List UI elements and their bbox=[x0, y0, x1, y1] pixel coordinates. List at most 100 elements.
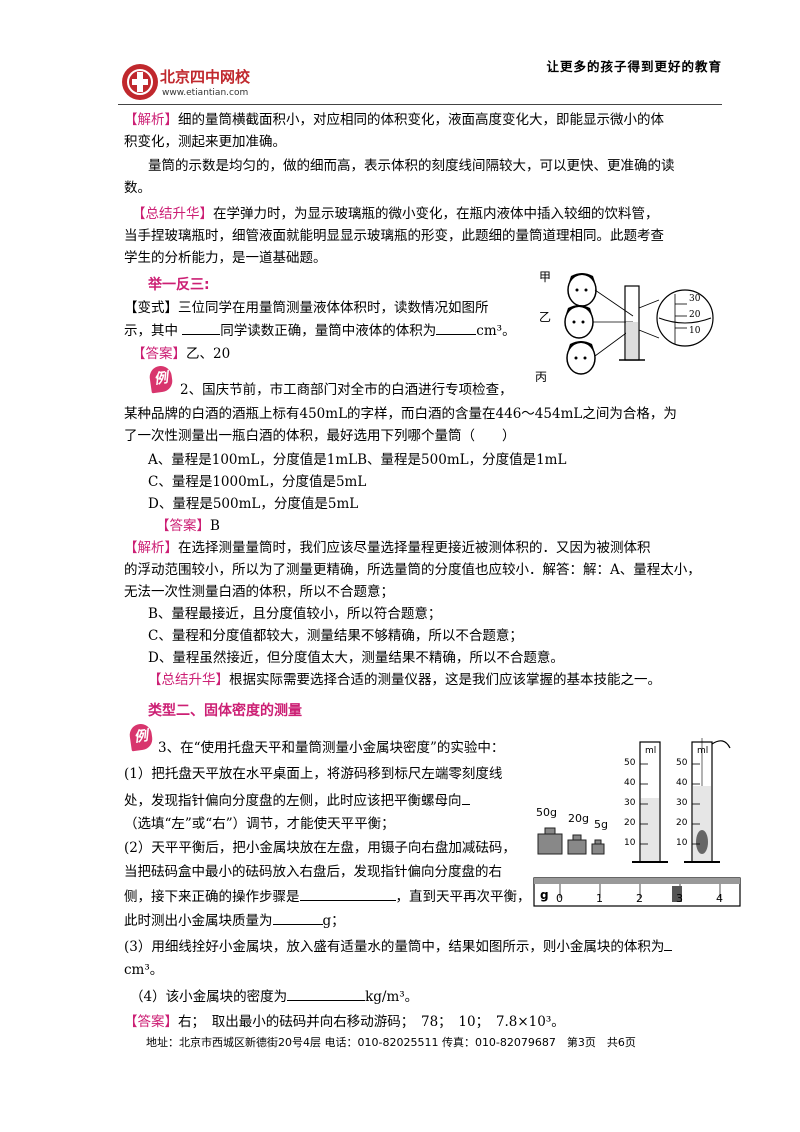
scale-20: 20 bbox=[689, 310, 701, 320]
text: g； bbox=[322, 913, 345, 929]
example-badge: 例 bbox=[148, 364, 174, 394]
students-cylinder-illustration bbox=[564, 273, 714, 375]
ex2-explain-2: 的浮动范围较小，所以为了测量更精确，所选量筒的分度值也应较小．解答：解：A、量程… bbox=[124, 562, 701, 578]
summary-line-3: 学生的分析能力，是一道基础题。 bbox=[124, 250, 327, 266]
scale-30: 30 bbox=[689, 294, 701, 304]
answer-blank bbox=[664, 936, 673, 951]
label-bing: 丙 bbox=[535, 370, 548, 384]
ex2-explain-4: B、量程最接近，且分度值较小，所以符合题意； bbox=[148, 606, 442, 622]
cyl1-40: 40 bbox=[624, 778, 636, 788]
answer-blank bbox=[299, 886, 396, 901]
text: (3）用细线拴好小金属块，放入盛有适量水的量筒中，结果如图所示，则小金属块的体积… bbox=[124, 939, 665, 955]
logo-url: www.etiantian.com bbox=[162, 88, 249, 98]
weight-20g: 20g bbox=[568, 812, 589, 825]
answer-blank bbox=[182, 320, 221, 335]
reading-figure: 甲 乙 丙 30 20 10 bbox=[535, 268, 720, 388]
variant-line-1: 【变式】三位同学在用量筒测量液体体积时，读数情况如图所 bbox=[124, 300, 489, 316]
header-divider bbox=[118, 104, 722, 105]
text: （4）该小金属块的密度为 bbox=[130, 989, 288, 1005]
ruler-0: 0 bbox=[556, 892, 563, 905]
ex2-option-c: C、量程是1000mL，分度值是5mL bbox=[148, 474, 367, 490]
cyl2-50: 50 bbox=[676, 758, 688, 768]
ex3-line-3: 处，发现指针偏向分度盘的左侧，此时应该把平衡螺母向 bbox=[124, 790, 470, 811]
answer-tag: 【答案】 bbox=[124, 1014, 178, 1030]
answer-tag: 【答案】 bbox=[132, 346, 186, 362]
weight-50g: 50g bbox=[536, 806, 557, 819]
label-yi: 乙 bbox=[539, 310, 552, 324]
answer-blank bbox=[272, 910, 323, 925]
cyl1-30: 30 bbox=[624, 798, 636, 808]
analysis-line-2: 积变化，测起来更加准确。 bbox=[124, 134, 286, 150]
ex2-line-3: 了一次性测量出一瓶白酒的体积，最好选用下列哪个量筒（ ） bbox=[124, 428, 516, 444]
text: cm³。 bbox=[476, 323, 516, 339]
cyl1-50: 50 bbox=[624, 758, 636, 768]
ex2-explain-6: D、量程虽然接近，但分度值太大，测量结果不精确，所以不合题意。 bbox=[148, 650, 564, 666]
analysis-line-1: 【解析】细的量筒横截面积小，对应相同的体积变化，液面高度变化大，即能显示微小的体 bbox=[124, 110, 664, 130]
ex3-line-9: (3）用细线拴好小金属块，放入盛有适量水的量筒中，结果如图所示，则小金属块的体积… bbox=[124, 936, 673, 957]
text: 处，发现指针偏向分度盘的左侧，此时应该把平衡螺母向 bbox=[124, 793, 462, 809]
analysis-line-3: 量筒的示数是均匀的，做的细而高，表示体积的刻度线间隔较大，可以更快、更准确的读 bbox=[148, 158, 675, 174]
cyl2-10: 10 bbox=[676, 838, 688, 848]
ex3-line-8: 此时测出小金属块质量为 g； bbox=[124, 910, 345, 931]
cyl2-30: 30 bbox=[676, 798, 688, 808]
text: 此时测出小金属块质量为 bbox=[124, 913, 273, 929]
ruler-3: 3 bbox=[676, 892, 683, 905]
answer-blank bbox=[461, 790, 470, 805]
ex2-explain-5: C、量程和分度值都较大，测量结果不够精确，所以不合题意； bbox=[148, 628, 523, 644]
text: 示，其中 bbox=[124, 323, 178, 339]
example-badge: 例 bbox=[128, 722, 154, 752]
text: 细的量筒横截面积小，对应相同的体积变化，液面高度变化大，即能显示微小的体 bbox=[178, 112, 664, 128]
ex3-answer: 【答案】右； 取出最小的砝码并向右移动游码； 78； 10； 7.8×10³。 bbox=[124, 1012, 565, 1032]
text: 根据实际需要选择合适的测量仪器，这是我们应该掌握的基本技能之一。 bbox=[229, 672, 661, 688]
ex2-summary: 【总结升华】根据实际需要选择合适的测量仪器，这是我们应该掌握的基本技能之一。 bbox=[148, 670, 661, 690]
ex3-line-2: (1）把托盘天平放在水平桌面上，将游码移到标尺左端零刻度线 bbox=[124, 766, 503, 782]
ex2-answer: 【答案】B bbox=[156, 516, 220, 536]
ex3-line-1: 3、在“使用托盘天平和量筒测量小金属块密度”的实验中： bbox=[158, 740, 505, 756]
analysis-line-4: 数。 bbox=[124, 180, 151, 196]
school-logo: 北京四中网校 www.etiantian.com bbox=[118, 60, 268, 104]
ex3-line-4: （选填“左”或“右”）调节，才能使天平平衡； bbox=[124, 816, 395, 832]
analysis-tag: 【解析】 bbox=[124, 112, 178, 128]
text: ，直到天平再次平衡， bbox=[395, 889, 531, 905]
summary-line-2: 当手捏玻璃瓶时，细管液面就能明显显示玻璃瓶的形变，此题细的量筒道理相同。此题考查 bbox=[124, 228, 664, 244]
ruler-2: 2 bbox=[636, 892, 643, 905]
cyl1-10: 10 bbox=[624, 838, 636, 848]
cyl1-20: 20 bbox=[624, 818, 636, 828]
ex3-line-7: 侧，接下来正确的操作步骤是 ，直到天平再次平衡， bbox=[124, 886, 531, 907]
ex3-line-6: 当把砝码盒中最小的砝码放入右盘后，发现指针偏向分度盘的右 bbox=[124, 864, 502, 880]
cyl2-20: 20 bbox=[676, 818, 688, 828]
scale-10: 10 bbox=[689, 326, 701, 336]
text: B bbox=[210, 518, 220, 534]
ex2-explain-1: 【解析】在选择测量量筒时，我们应该尽量选择量程更接近被测体积的．又因为被测体积 bbox=[124, 538, 651, 558]
label-jia: 甲 bbox=[539, 270, 552, 284]
ex2-explain-3: 无法一次性测量白酒的体积，所以不合题意； bbox=[124, 584, 394, 600]
text: 同学读数正确，量筒中液体的体积为 bbox=[220, 323, 437, 339]
header-tagline: 让更多的孩子得到更好的教育 bbox=[546, 59, 722, 74]
text: 右； 取出最小的砝码并向右移动游码； 78； 10； 7.8×10³。 bbox=[178, 1014, 565, 1030]
ex2-line-2: 某种品牌的白酒的酒瓶上标有450mL的字样，而白酒的含量在446～454mL之间… bbox=[124, 406, 677, 422]
logo-text: 北京四中网校 bbox=[160, 68, 251, 86]
answer-blank bbox=[287, 986, 366, 1001]
variant-title: 举一反三: bbox=[148, 277, 210, 293]
ex3-line-5: (2）天平平衡后，把小金属块放在左盘，用镊子向右盘加减砝码， bbox=[124, 840, 516, 856]
ex2-option-a: A、量程是100mL，分度值是1mLB、量程是500mL，分度值是1mL bbox=[148, 452, 567, 468]
ex2-line-1: 2、国庆节前，市工商部门对全市的白酒进行专项检查， bbox=[180, 382, 513, 398]
density-figure: 50g 20g 5g ml ml 50 40 30 20 10 50 40 30… bbox=[532, 738, 742, 910]
variant-answer: 【答案】乙、20 bbox=[132, 344, 230, 364]
cylinder-unit: ml bbox=[697, 746, 709, 756]
text: 在学弹力时，为显示玻璃瓶的微小变化，在瓶内液体中插入较细的饮料管， bbox=[213, 206, 659, 222]
page-footer: 地址：北京市西城区新德街20号4层 电话：010-82025511 传真：010… bbox=[146, 1036, 636, 1049]
text: 侧，接下来正确的操作步骤是 bbox=[124, 889, 300, 905]
cyl2-40: 40 bbox=[676, 778, 688, 788]
section-title: 类型二、固体密度的测量 bbox=[148, 703, 302, 719]
weight-5g: 5g bbox=[594, 818, 608, 831]
ruler-4: 4 bbox=[716, 892, 723, 905]
ruler-unit: g bbox=[540, 888, 549, 902]
analysis-tag: 【解析】 bbox=[124, 540, 178, 556]
summary-tag: 【总结升华】 bbox=[148, 672, 229, 688]
ex2-option-d: D、量程是500mL，分度值是5mL bbox=[148, 496, 359, 512]
summary-tag: 【总结升华】 bbox=[132, 206, 213, 222]
text: 在选择测量量筒时，我们应该尽量选择量程更接近被测体积的．又因为被测体积 bbox=[178, 540, 651, 556]
ruler-1: 1 bbox=[596, 892, 603, 905]
summary-line-1: 【总结升华】在学弹力时，为显示玻璃瓶的微小变化，在瓶内液体中插入较细的饮料管， bbox=[132, 204, 659, 224]
